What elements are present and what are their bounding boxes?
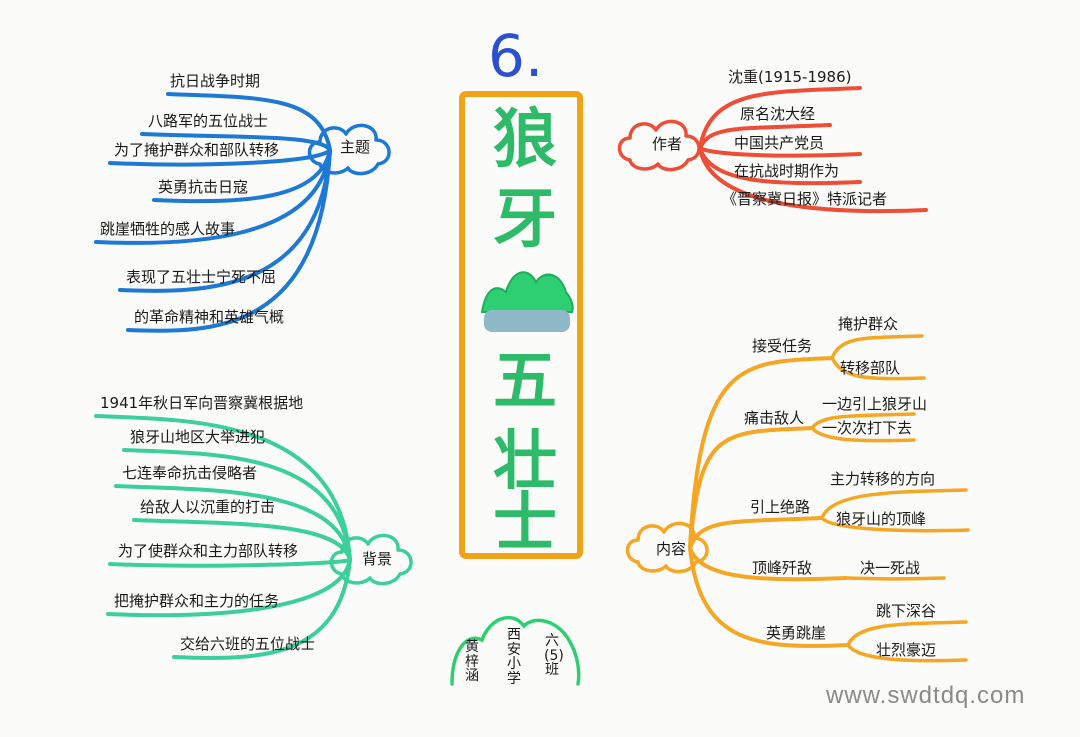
background-branch-2 xyxy=(122,448,352,562)
theme-branch-5 xyxy=(94,148,332,245)
content-group-2-label: 痛击敌人 xyxy=(744,409,805,427)
background-branch-3 xyxy=(114,484,352,562)
theme-item-4: 英勇抗击日寇 xyxy=(158,178,249,196)
title-char-4: 壮 xyxy=(493,425,557,499)
content-sub-branch-1-1 xyxy=(830,334,924,360)
theme-branch-3 xyxy=(108,148,332,167)
hub-background-label: 背景 xyxy=(362,550,393,568)
signature-school: 西安小学 xyxy=(507,627,521,688)
theme-branch-6 xyxy=(118,148,332,293)
content-sub-branch-5-2 xyxy=(846,643,968,663)
content-group-3-label: 引上绝路 xyxy=(750,498,811,516)
content-sub-branch-3-2 xyxy=(820,516,970,533)
content-group-1-sub-2: 转移部队 xyxy=(840,359,901,377)
theme-item-7: 的革命精神和英雄气概 xyxy=(134,308,285,326)
content-branch-1 xyxy=(688,356,834,550)
theme-item-2: 八路军的五位战士 xyxy=(148,112,269,130)
content-sub-branch-4-1 xyxy=(844,576,946,581)
theme-item-5: 跳崖牺牲的感人故事 xyxy=(100,220,236,238)
background-item-2: 狼牙山地区大举进犯 xyxy=(130,428,266,446)
title-char-3: 五 xyxy=(493,345,557,419)
author-branch-1 xyxy=(698,86,862,150)
author-branch-3 xyxy=(698,146,862,158)
content-group-5-sub-1: 跳下深谷 xyxy=(876,602,937,620)
author-item-3: 中国共产党员 xyxy=(734,134,825,152)
mountain-base xyxy=(484,310,570,332)
content-group-2-sub-1: 一边引上狼牙山 xyxy=(822,395,928,413)
author-item-4: 在抗战时期作为 xyxy=(734,162,840,180)
content-branch-3 xyxy=(688,516,824,550)
background-branch-6 xyxy=(106,558,352,618)
hub-author-cloud xyxy=(617,119,701,172)
content-group-1-sub-1: 掩护群众 xyxy=(838,315,899,333)
author-item-2: 原名沈大经 xyxy=(740,105,816,123)
background-item-4: 给敌人以沉重的打击 xyxy=(140,498,276,516)
author-branch-4 xyxy=(698,146,862,186)
content-group-3-sub-2: 狼牙山的顶峰 xyxy=(836,510,927,528)
background-branch-1 xyxy=(94,414,352,562)
hub-theme-cloud xyxy=(307,123,391,176)
title-char-1: 狼 xyxy=(493,103,557,177)
watermark: www.swdtdq.com xyxy=(826,682,1026,709)
content-group-5-sub-2: 壮烈豪迈 xyxy=(876,641,937,659)
content-group-3-sub-1: 主力转移的方向 xyxy=(830,470,936,488)
theme-item-3: 为了掩护群众和部队转移 xyxy=(114,141,280,159)
content-sub-branch-2-2 xyxy=(810,426,916,443)
hub-author-label: 作者 xyxy=(652,135,683,153)
background-item-5: 为了使群众和主力部队转移 xyxy=(118,542,299,560)
hub-content-label: 内容 xyxy=(656,540,687,558)
author-branch-5 xyxy=(698,146,928,214)
content-group-2-sub-2: 一次次打下去 xyxy=(822,419,913,437)
author-item-1: 沈重(1915-1986) xyxy=(728,68,852,86)
content-branch-5 xyxy=(688,546,850,648)
signature-class: 六(5)班 xyxy=(544,633,564,679)
mountain-icon xyxy=(480,271,574,313)
signature-mountain-outline xyxy=(450,615,581,686)
signature-name: 黄梓涵 xyxy=(465,639,479,685)
background-branch-5 xyxy=(108,558,352,568)
content-group-1-label: 接受任务 xyxy=(752,337,813,355)
content-sub-branch-5-1 xyxy=(846,620,968,647)
background-item-6: 把掩护群众和主力的任务 xyxy=(114,592,280,610)
background-branch-7 xyxy=(172,558,352,660)
title-char-2: 牙 xyxy=(493,183,557,257)
content-group-4-sub-1: 决一死战 xyxy=(860,559,921,577)
theme-item-6: 表现了五壮士宁死不屈 xyxy=(126,268,277,286)
theme-branch-4 xyxy=(152,148,332,204)
content-branch-2 xyxy=(688,426,814,550)
content-sub-branch-1-2 xyxy=(830,356,926,381)
hub-content-cloud xyxy=(625,521,709,574)
author-item-5: 《晋察冀日报》特派记者 xyxy=(722,190,888,208)
hub-theme-label: 主题 xyxy=(340,138,371,156)
background-item-3: 七连奉命抗击侵略者 xyxy=(122,464,258,482)
lesson-number: 6. xyxy=(488,22,544,90)
theme-branch-7 xyxy=(126,148,332,333)
theme-branch-2 xyxy=(140,132,332,152)
theme-item-1: 抗日战争时期 xyxy=(170,72,261,90)
hub-background-cloud xyxy=(329,533,413,586)
content-branch-4 xyxy=(688,546,848,582)
content-sub-branch-2-1 xyxy=(810,412,916,430)
author-branch-2 xyxy=(698,123,832,150)
content-group-5-label: 英勇跳崖 xyxy=(766,624,827,642)
background-item-1: 1941年秋日军向晋察冀根据地 xyxy=(100,394,304,412)
content-sub-branch-3-1 xyxy=(820,488,968,520)
title-frame xyxy=(459,91,583,559)
background-item-7: 交给六班的五位战士 xyxy=(180,635,316,653)
title-char-5: 士 xyxy=(493,487,557,561)
content-group-4-label: 顶峰歼敌 xyxy=(752,559,813,577)
